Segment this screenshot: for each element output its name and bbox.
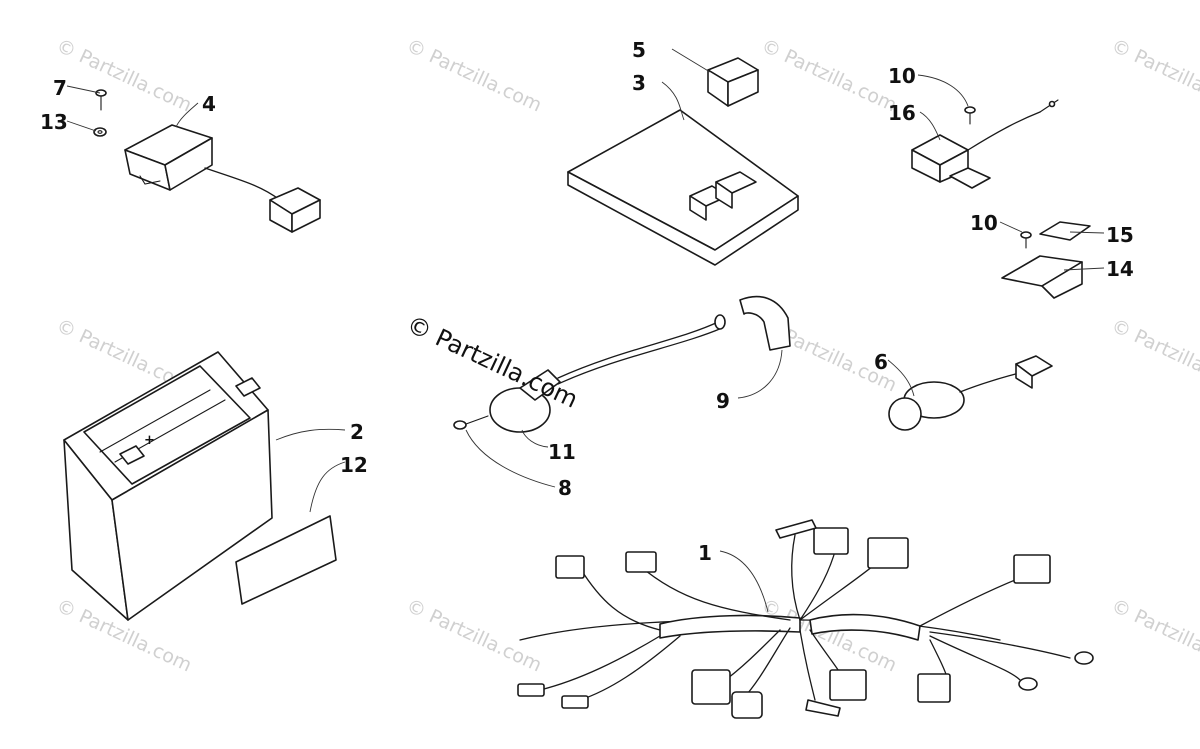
callout-5: 5 <box>632 38 646 62</box>
callout-10-lower: 10 <box>970 211 998 235</box>
part-4-cdi-unit[interactable] <box>124 124 321 233</box>
part-2-battery[interactable]: + <box>63 351 273 621</box>
part-16-flasher[interactable] <box>911 99 1059 189</box>
watermark-text: © Partzilla.com <box>403 595 545 677</box>
watermark-text: © Partzilla.com <box>758 595 900 677</box>
callout-16: 16 <box>888 101 916 125</box>
part-14-bracket[interactable] <box>1001 255 1083 299</box>
callout-11: 11 <box>548 440 576 464</box>
part-10-screw-upper[interactable] <box>964 106 976 125</box>
part-7-screw[interactable] <box>95 89 107 111</box>
part-9-boot[interactable] <box>739 295 791 351</box>
part-11-solenoid[interactable] <box>489 314 726 433</box>
part-3-relay-box[interactable] <box>567 109 799 266</box>
part-10-screw-lower[interactable] <box>1020 231 1032 249</box>
callout-15: 15 <box>1106 223 1134 247</box>
watermark-text: © Partzilla.com <box>1108 595 1200 677</box>
part-12-label[interactable] <box>235 515 337 605</box>
callout-8: 8 <box>558 476 572 500</box>
part-5-relay[interactable] <box>707 57 759 107</box>
callout-1: 1 <box>698 541 712 565</box>
part-1-wiring-harness[interactable] <box>517 519 1094 719</box>
callout-7: 7 <box>53 76 67 100</box>
callout-14: 14 <box>1106 257 1134 281</box>
callout-2: 2 <box>350 420 364 444</box>
watermark-text: © Partzilla.com <box>403 35 545 117</box>
leader-lines <box>66 48 1105 613</box>
callout-10-upper: 10 <box>888 64 916 88</box>
callouts: 5 3 7 13 4 10 16 10 15 14 2 12 6 9 11 8 … <box>40 38 1134 565</box>
callout-13: 13 <box>40 110 68 134</box>
callout-6: 6 <box>874 350 888 374</box>
watermark-text: © Partzilla.com <box>1108 35 1200 117</box>
watermark-text: © Partzilla.com <box>758 35 900 117</box>
part-6-switch[interactable] <box>888 355 1053 431</box>
callout-3: 3 <box>632 71 646 95</box>
callout-12: 12 <box>340 453 368 477</box>
callout-4: 4 <box>202 92 216 116</box>
callout-9: 9 <box>716 389 730 413</box>
battery-plus: + <box>144 433 155 448</box>
part-15-pad[interactable] <box>1039 221 1091 241</box>
part-8-bolt[interactable] <box>453 415 489 430</box>
watermark-text: © Partzilla.com <box>53 35 195 117</box>
part-13-washer[interactable] <box>93 127 107 137</box>
watermark-text: © Partzilla.com <box>1108 315 1200 397</box>
partzilla-watermark: © Partzilla.com <box>402 310 582 414</box>
